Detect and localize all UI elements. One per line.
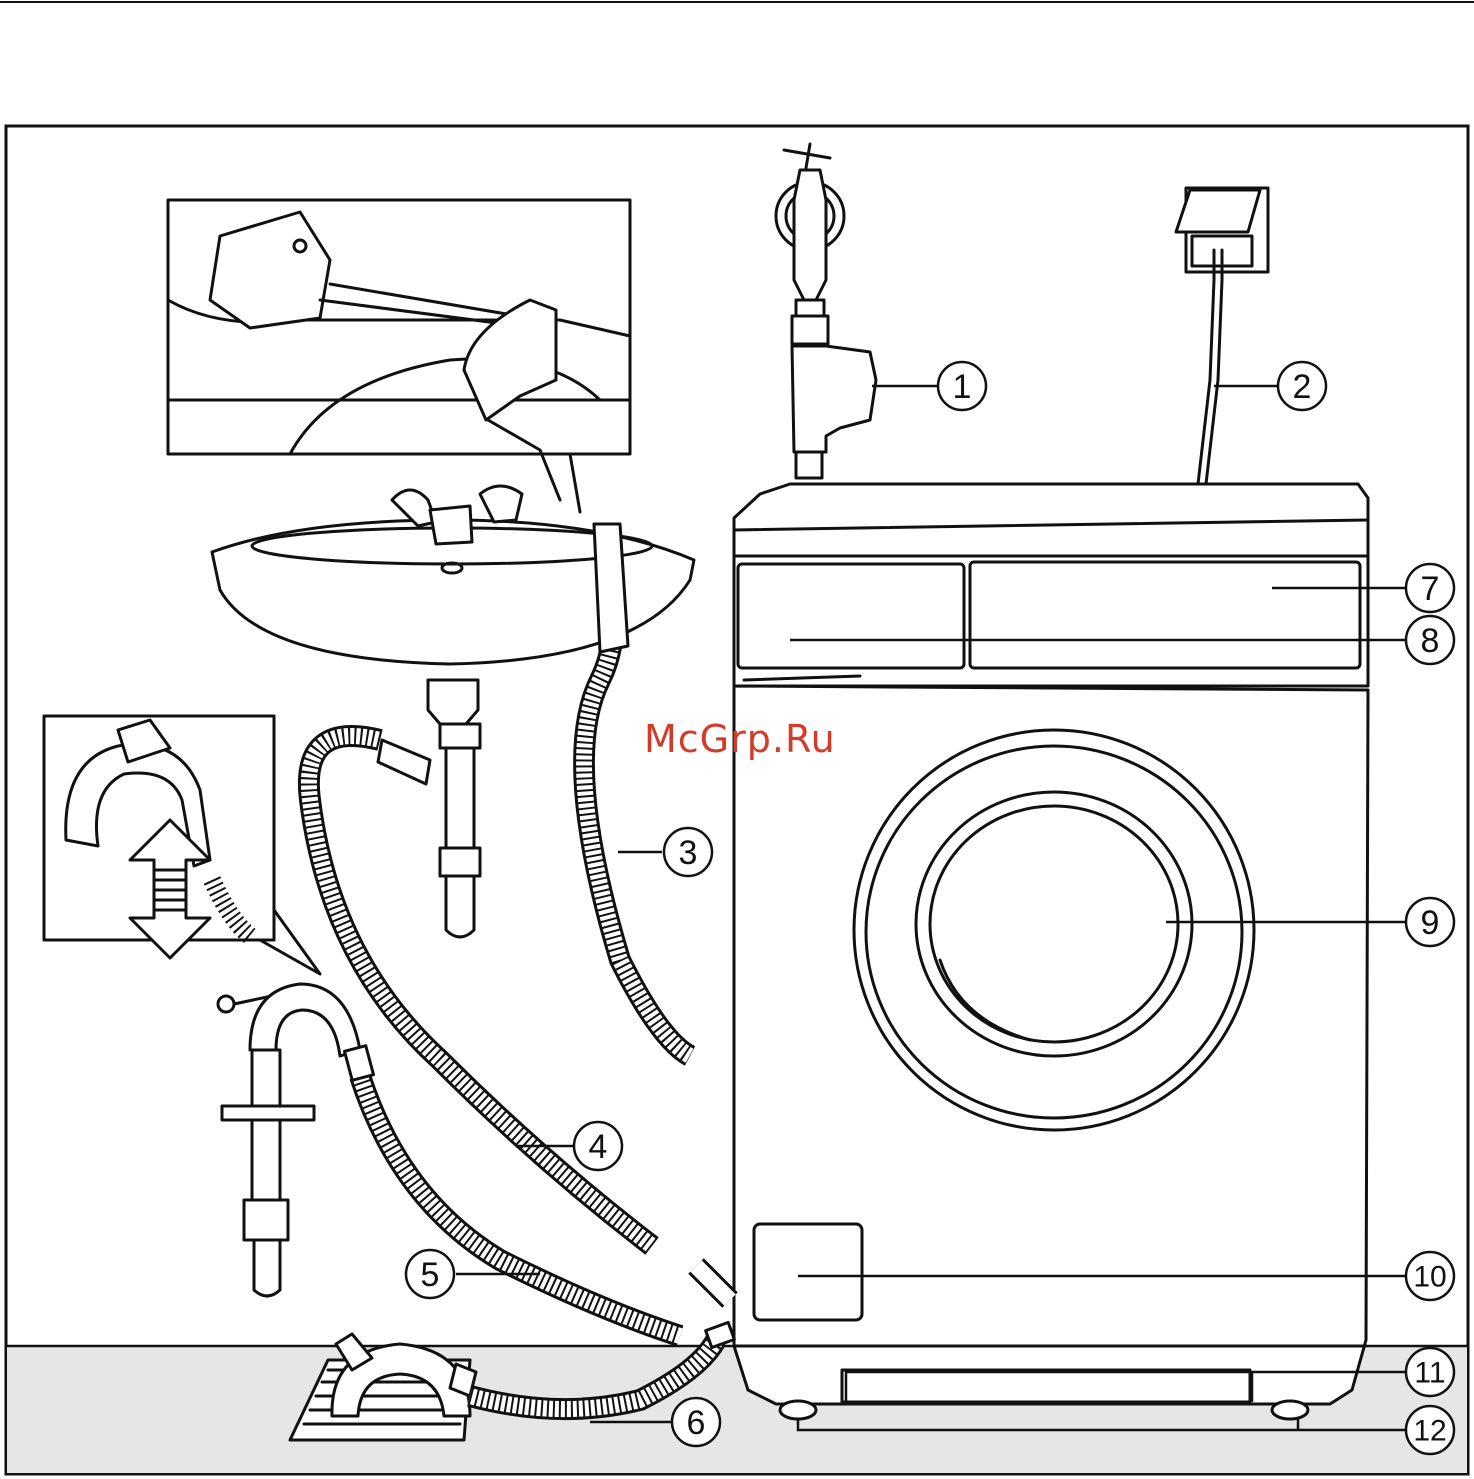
callout-10: 10 xyxy=(1406,1252,1454,1300)
service-flap xyxy=(754,1224,862,1320)
callout-label-9: 9 xyxy=(1421,904,1440,942)
callout-label-8: 8 xyxy=(1421,622,1440,660)
callout-label-2: 2 xyxy=(1293,368,1312,406)
callout-5: 5 xyxy=(406,1250,454,1298)
callout-label-11: 11 xyxy=(1414,1357,1445,1390)
washing-machine xyxy=(734,484,1368,1419)
callout-11: 11 xyxy=(1406,1348,1454,1396)
callout-label-1: 1 xyxy=(953,368,972,406)
machine-foot-right xyxy=(1272,1401,1308,1419)
callout-9: 9 xyxy=(1406,898,1454,946)
watermark: McGrp.Ru xyxy=(644,717,836,761)
control-panel-display xyxy=(970,562,1360,668)
callout-4: 4 xyxy=(574,1122,622,1170)
callout-1: 1 xyxy=(938,362,986,410)
callout-label-10: 10 xyxy=(1413,1261,1446,1294)
callout-label-12: 12 xyxy=(1413,1415,1446,1448)
detergent-drawer xyxy=(738,564,964,668)
callout-label-3: 3 xyxy=(679,834,698,872)
callout-label-4: 4 xyxy=(589,1128,608,1166)
machine-foot-left xyxy=(780,1401,816,1419)
callout-8: 8 xyxy=(1406,616,1454,664)
callout-2: 2 xyxy=(1278,362,1326,410)
callout-12: 12 xyxy=(1406,1406,1454,1454)
callout-7: 7 xyxy=(1406,564,1454,612)
door-glass xyxy=(916,792,1192,1056)
callout-label-7: 7 xyxy=(1421,570,1440,608)
callout-label-5: 5 xyxy=(421,1256,440,1294)
callout-label-6: 6 xyxy=(687,1404,706,1442)
callout-3: 3 xyxy=(664,828,712,876)
callout-6: 6 xyxy=(672,1398,720,1446)
